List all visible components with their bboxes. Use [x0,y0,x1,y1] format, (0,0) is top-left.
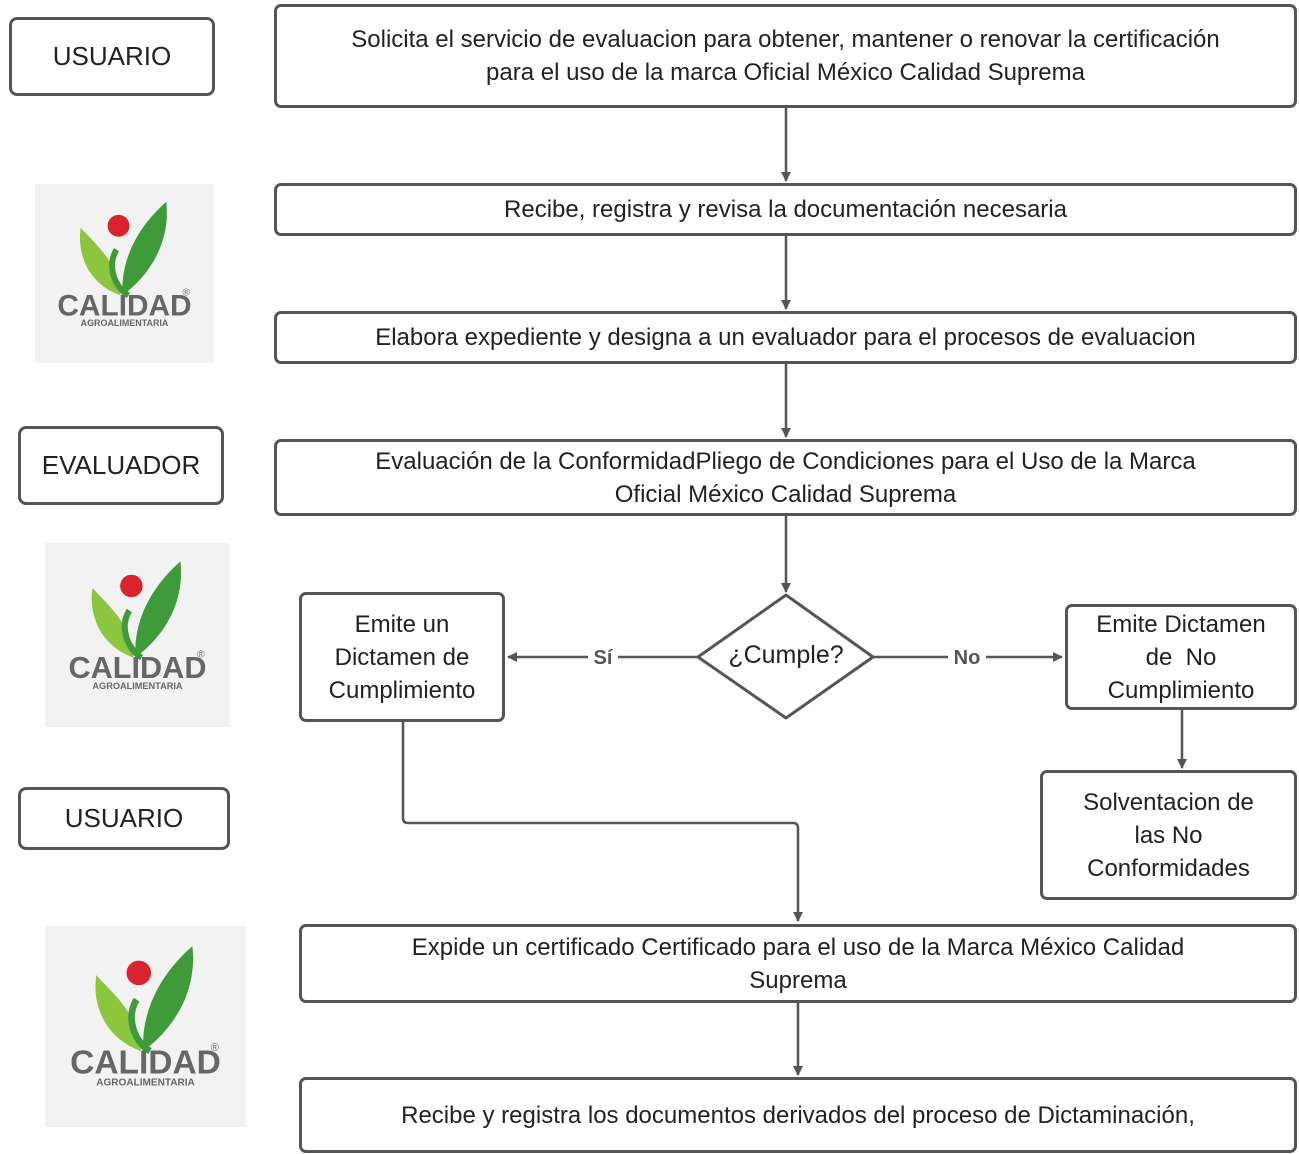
role-evaluador: EVALUADOR [18,426,224,505]
logo-2-text: CALIDAD [69,651,207,685]
step-expide-line1: Expide un certificado Certificado para e… [411,933,1185,961]
step-cumplimiento: Emite un Dictamen de Cumplimiento [299,592,505,722]
step-solventacion-l3: Conformidades [1087,854,1250,882]
step-expide-line2: Suprema [749,966,847,994]
logo-1-text: CALIDAD [57,289,191,322]
step-elabora: Elabora expediente y designa a un evalua… [274,311,1297,364]
calidad-logo-2: CALIDAD AGROALIMENTARIA ® [45,543,230,727]
step-registra: Recibe y registra los documentos derivad… [299,1077,1297,1153]
calidad-logo-1: CALIDAD AGROALIMENTARIA ® [35,184,214,363]
step-solventacion-l1: Solventacion de [1083,788,1254,816]
label-no: No [954,647,981,669]
step-solicita-line1: Solicita el servicio de evaluacion para … [351,26,1220,53]
svg-text:®: ® [182,287,190,298]
step-cumplimiento-l3: Cumplimiento [328,676,476,704]
logo-1-subtext: AGROALIMENTARIA [81,318,169,328]
step-recibe: Recibe, registra y revisa la documentaci… [274,183,1297,236]
step-no-cumplimiento-l1: Emite Dictamen [1096,610,1266,638]
svg-text:®: ® [211,1042,220,1054]
logo-3-subtext: AGROALIMENTARIA [96,1078,195,1089]
step-no-cumplimiento-l2: de No [1145,643,1217,671]
logo-3-text: CALIDAD [70,1044,221,1081]
step-evaluacion-line1: Evaluación de la ConformidadPliego de Co… [375,447,1196,475]
step-solicita: Solicita el servicio de evaluacion para … [274,4,1297,108]
role-usuario-bottom: USUARIO [18,787,230,850]
role-usuario-top-label: USUARIO [52,41,172,71]
step-evaluacion-line2: Oficial México Calidad Suprema [614,480,957,508]
svg-text:®: ® [197,649,205,660]
decision-label: ¿Cumple? [728,641,843,669]
step-solicita-line2: para el uso de la marca Oficial México C… [486,59,1085,86]
step-solventacion: Solventacion de las No Conformidades [1040,770,1297,900]
step-solventacion-l2: las No [1134,821,1203,849]
step-no-cumplimiento: Emite Dictamen de No Cumplimiento [1065,604,1297,710]
role-usuario-bottom-label: USUARIO [64,803,184,833]
step-recibe-text: Recibe, registra y revisa la documentaci… [504,196,1067,223]
step-registra-text: Recibe y registra los documentos derivad… [401,1101,1195,1129]
calidad-logo-3: CALIDAD AGROALIMENTARIA ® [45,926,246,1127]
arrow-cumplimiento-to-expide [401,722,803,922]
step-expide: Expide un certificado Certificado para e… [299,924,1297,1003]
step-elabora-text: Elabora expediente y designa a un evalua… [375,324,1196,351]
role-evaluador-label: EVALUADOR [41,450,201,480]
step-cumplimiento-l2: Dictamen de [334,643,470,671]
decision-diamond [696,593,875,720]
step-evaluacion: Evaluación de la ConformidadPliego de Co… [274,439,1297,516]
role-usuario-top: USUARIO [9,17,215,96]
logo-2-subtext: AGROALIMENTARIA [92,681,183,691]
label-si: Sí [594,647,614,669]
step-cumplimiento-l1: Emite un [354,610,450,638]
step-no-cumplimiento-l3: Cumplimiento [1107,676,1255,704]
